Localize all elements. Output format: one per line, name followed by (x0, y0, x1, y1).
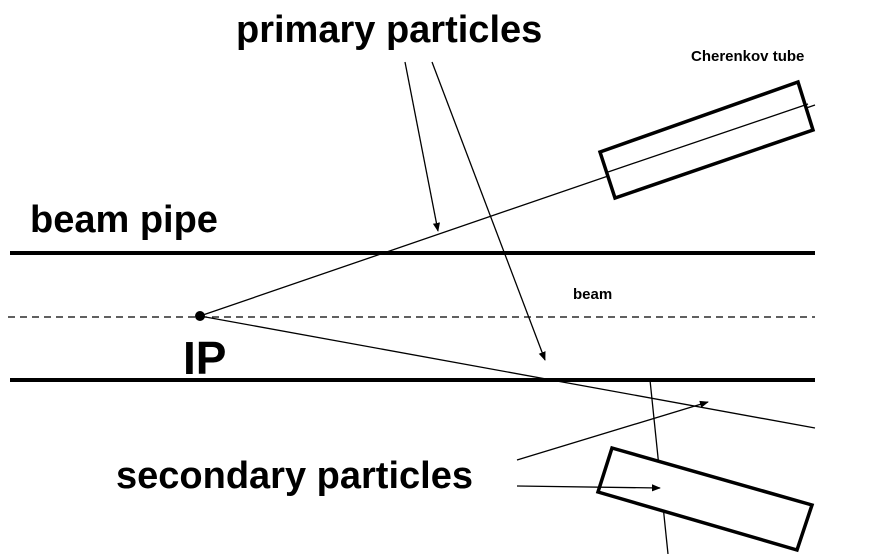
beam-pipe-label: beam pipe (30, 199, 218, 241)
secondary-particles-label: secondary particles (116, 455, 473, 497)
cherenkov-tube-lower (595, 445, 815, 553)
ip-label: IP (183, 332, 226, 384)
primary-particles-label: primary particles (236, 9, 542, 51)
cherenkov-tube-label: Cherenkov tube (691, 48, 804, 65)
secondary-arrow-lower (516, 484, 661, 492)
primary-arrow-upper (404, 61, 440, 232)
beam-label: beam (573, 286, 612, 303)
primary-track-lower (199, 315, 816, 429)
cherenkov-tube-upper (597, 79, 816, 201)
cherenkov-tube-upper-track (607, 103, 809, 173)
secondary-arrow-upper (516, 400, 709, 461)
primary-arrow-lower (431, 61, 546, 361)
